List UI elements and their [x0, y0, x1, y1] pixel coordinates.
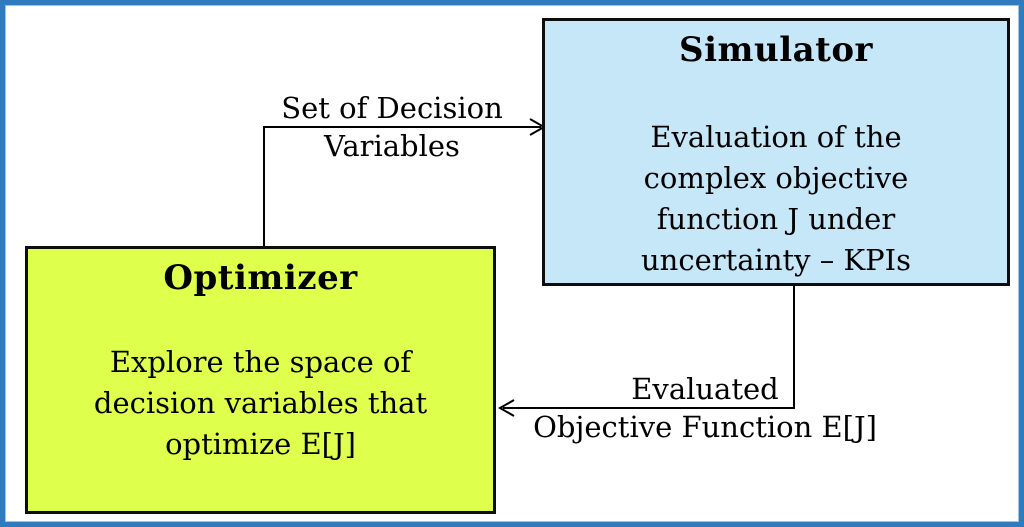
- text-line: Variables: [324, 129, 460, 163]
- simulator-body: Evaluation of the complex objective func…: [545, 117, 1007, 281]
- text-line: complex objective: [643, 161, 909, 195]
- optimizer-body: Explore the space of decision variables …: [28, 342, 493, 465]
- text-line: Set of Decision: [281, 91, 503, 125]
- text-line: uncertainty – KPIs: [640, 243, 911, 277]
- optimizer-title: Optimizer: [163, 258, 358, 298]
- simulator-box: Simulator Evaluation of the complex obje…: [542, 18, 1010, 286]
- text-line: Evaluated: [631, 372, 779, 406]
- text-line: optimize E[J]: [165, 427, 356, 461]
- text-line: decision variables that: [93, 386, 428, 420]
- optimizer-box: Optimizer Explore the space of decision …: [25, 246, 496, 514]
- text-line: function J under: [656, 202, 896, 236]
- simulator-title: Simulator: [679, 30, 873, 70]
- arrow-label-evaluated-objective-function: Evaluated Objective Function E[J]: [510, 370, 900, 446]
- text-line: Explore the space of: [109, 345, 412, 379]
- text-line: Evaluation of the: [650, 120, 902, 154]
- arrow-label-set-of-decision-variables: Set of Decision Variables: [264, 89, 520, 165]
- text-line: Objective Function E[J]: [533, 410, 877, 444]
